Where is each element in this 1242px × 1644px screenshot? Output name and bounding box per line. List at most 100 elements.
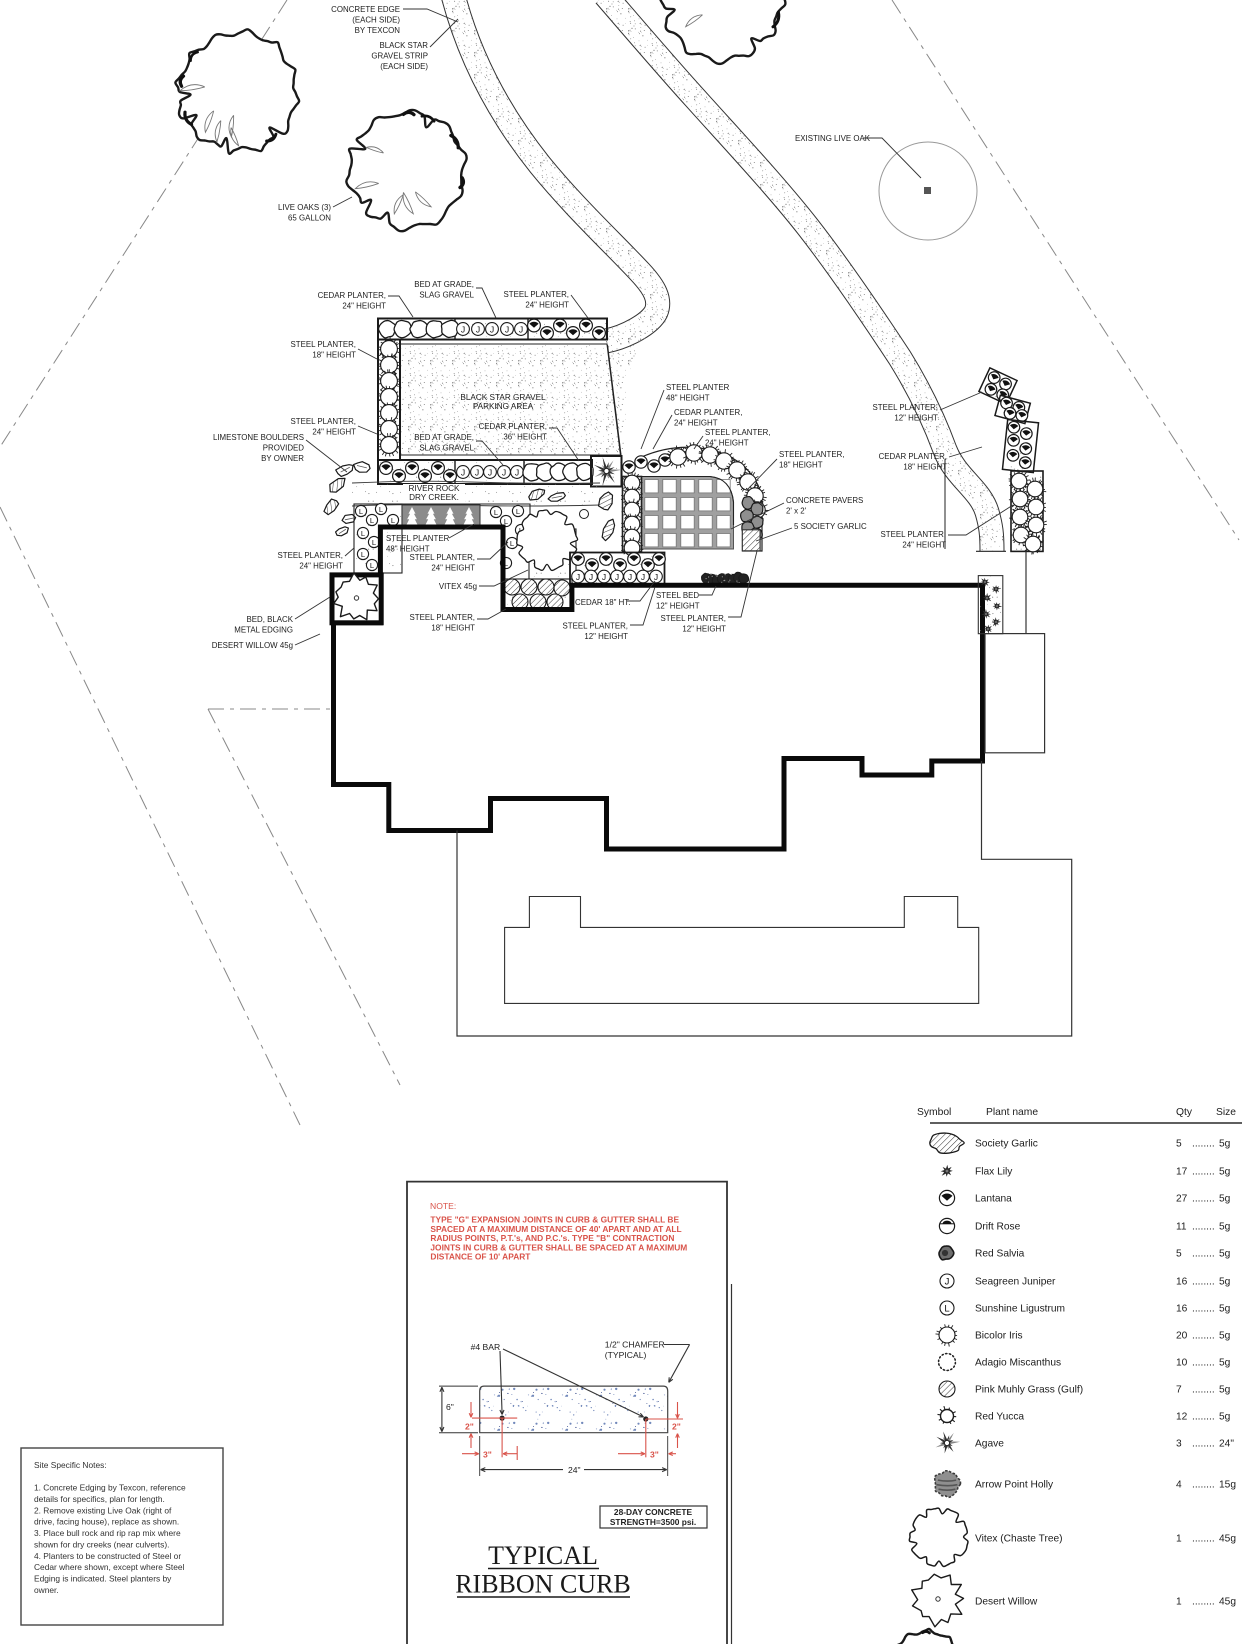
svg-text:J: J xyxy=(945,1277,950,1288)
svg-text:11: 11 xyxy=(1176,1222,1187,1233)
svg-text:L: L xyxy=(516,507,520,516)
svg-text:Drift Rose: Drift Rose xyxy=(975,1222,1021,1233)
svg-text:3: 3 xyxy=(1176,1439,1182,1450)
svg-text:15g: 15g xyxy=(1219,1480,1236,1491)
svg-text:J: J xyxy=(490,324,494,334)
svg-text:PARKING AREA: PARKING AREA xyxy=(473,402,534,411)
svg-text:Site Specific Notes:: Site Specific Notes: xyxy=(34,1460,107,1470)
svg-text:GRAVEL STRIP: GRAVEL STRIP xyxy=(371,52,428,61)
svg-text:........: ........ xyxy=(1192,1533,1215,1544)
svg-text:1: 1 xyxy=(1176,1597,1182,1608)
svg-text:24" HEIGHT: 24" HEIGHT xyxy=(902,541,946,550)
svg-text:BED AT GRADE,: BED AT GRADE, xyxy=(414,433,474,442)
svg-text:24": 24" xyxy=(568,1465,581,1475)
svg-text:24" HEIGHT: 24" HEIGHT xyxy=(312,428,356,437)
svg-text:TYPE "G" EXPANSION JOINTS IN C: TYPE "G" EXPANSION JOINTS IN CURB & GUTT… xyxy=(430,1215,679,1225)
svg-text:4: 4 xyxy=(1176,1480,1182,1491)
svg-text:65 GALLON: 65 GALLON xyxy=(288,214,331,223)
svg-text:45g: 45g xyxy=(1219,1597,1236,1608)
svg-text:details for specifics, plan fo: details for specifics, plan for length. xyxy=(34,1494,165,1504)
svg-text:STEEL PLANTER,: STEEL PLANTER, xyxy=(291,340,356,349)
svg-text:J: J xyxy=(641,572,645,582)
svg-text:BED AT GRADE,: BED AT GRADE, xyxy=(414,280,474,289)
svg-text:J: J xyxy=(502,467,506,477)
svg-text:Society Garlic: Society Garlic xyxy=(975,1139,1038,1150)
svg-text:PROVIDED: PROVIDED xyxy=(263,444,305,453)
svg-text:BLACK STAR GRAVEL: BLACK STAR GRAVEL xyxy=(460,393,546,402)
svg-text:28-DAY CONCRETE: 28-DAY CONCRETE xyxy=(614,1507,693,1517)
svg-text:5g: 5g xyxy=(1219,1412,1231,1423)
svg-text:........: ........ xyxy=(1192,1596,1215,1607)
svg-text:Qty: Qty xyxy=(1176,1107,1193,1118)
svg-text:20: 20 xyxy=(1176,1331,1188,1342)
svg-text:L: L xyxy=(372,538,376,547)
svg-text:Arrow Point Holly: Arrow Point Holly xyxy=(975,1480,1054,1491)
svg-text:1/2" CHAMFER: 1/2" CHAMFER xyxy=(605,1340,665,1350)
svg-text:SLAG GRAVEL: SLAG GRAVEL xyxy=(419,291,474,300)
svg-text:5: 5 xyxy=(1176,1139,1182,1150)
svg-text:L: L xyxy=(504,559,508,568)
svg-text:STEEL PLANTER,: STEEL PLANTER, xyxy=(291,417,356,426)
svg-text:STEEL PLANTER: STEEL PLANTER xyxy=(386,534,450,543)
svg-text:L: L xyxy=(944,1304,949,1315)
svg-text:DESERT WILLOW 45g: DESERT WILLOW 45g xyxy=(212,641,293,650)
svg-text:L: L xyxy=(510,539,514,548)
svg-text:METAL EDGING: METAL EDGING xyxy=(234,626,293,635)
svg-text:CEDAR PLANTER,: CEDAR PLANTER, xyxy=(674,408,742,417)
svg-text:J: J xyxy=(628,572,632,582)
svg-text:STEEL PLANTER,: STEEL PLANTER, xyxy=(873,403,938,412)
svg-text:5g: 5g xyxy=(1219,1385,1231,1396)
svg-text:6": 6" xyxy=(446,1402,454,1412)
svg-text:J: J xyxy=(519,324,523,334)
svg-text:NOTE:: NOTE: xyxy=(430,1201,456,1211)
svg-text:Bicolor Iris: Bicolor Iris xyxy=(975,1331,1023,1342)
svg-text:........: ........ xyxy=(1192,1384,1215,1395)
svg-text:12" HEIGHT: 12" HEIGHT xyxy=(894,414,938,423)
svg-text:2. Remove existing Live Oak (r: 2. Remove existing Live Oak (right of xyxy=(34,1505,172,1515)
svg-text:12" HEIGHT: 12" HEIGHT xyxy=(584,632,628,641)
svg-text:BY TEXCON: BY TEXCON xyxy=(355,26,401,35)
svg-text:(EACH SIDE): (EACH SIDE) xyxy=(380,62,428,71)
svg-text:L: L xyxy=(379,505,383,514)
svg-text:SPACED AT A MAXIMUM DISTANCE O: SPACED AT A MAXIMUM DISTANCE OF 40' APAR… xyxy=(430,1224,681,1234)
svg-text:J: J xyxy=(576,572,580,582)
svg-text:5g: 5g xyxy=(1219,1331,1231,1342)
svg-text:CEDAR PLANTER,: CEDAR PLANTER, xyxy=(318,291,386,300)
svg-text:3": 3" xyxy=(483,1449,492,1459)
svg-text:24" HEIGHT: 24" HEIGHT xyxy=(299,562,343,571)
svg-text:24": 24" xyxy=(1219,1439,1234,1450)
svg-text:(EACH SIDE): (EACH SIDE) xyxy=(352,16,400,25)
svg-text:TYPICAL: TYPICAL xyxy=(488,1541,598,1570)
svg-text:CEDAR 18" HT.: CEDAR 18" HT. xyxy=(575,598,630,607)
svg-text:STEEL PLANTER,: STEEL PLANTER, xyxy=(661,614,726,623)
svg-text:Sunshine Ligustrum: Sunshine Ligustrum xyxy=(975,1304,1065,1315)
svg-text:48" HEIGHT: 48" HEIGHT xyxy=(666,394,710,403)
svg-text:STEEL PLANTER,: STEEL PLANTER, xyxy=(779,450,844,459)
svg-text:5g: 5g xyxy=(1219,1304,1231,1315)
svg-text:........: ........ xyxy=(1192,1276,1215,1287)
svg-text:DISTANCE OF 10' APART: DISTANCE OF 10' APART xyxy=(430,1252,531,1262)
svg-text:owner.: owner. xyxy=(34,1585,59,1595)
svg-text:5g: 5g xyxy=(1219,1222,1231,1233)
svg-text:STEEL PLANTER,: STEEL PLANTER, xyxy=(278,551,343,560)
svg-text:12" HEIGHT: 12" HEIGHT xyxy=(682,625,726,634)
svg-text:SLAG GRAVEL: SLAG GRAVEL xyxy=(419,444,474,453)
svg-text:24" HEIGHT: 24" HEIGHT xyxy=(431,564,475,573)
svg-text:24" HEIGHT: 24" HEIGHT xyxy=(674,419,718,428)
svg-text:STEEL PLANTER,: STEEL PLANTER, xyxy=(504,290,569,299)
svg-text:Vitex (Chaste Tree): Vitex (Chaste Tree) xyxy=(975,1534,1063,1545)
svg-text:........: ........ xyxy=(1192,1138,1215,1149)
svg-text:1: 1 xyxy=(1176,1534,1182,1545)
svg-text:5g: 5g xyxy=(1219,1194,1231,1205)
svg-text:STEEL PLANTER,: STEEL PLANTER, xyxy=(410,613,475,622)
svg-text:BLACK STAR: BLACK STAR xyxy=(379,41,428,50)
svg-text:16: 16 xyxy=(1176,1304,1188,1315)
svg-text:drive, facing house), replace: drive, facing house), replace as shown. xyxy=(34,1517,179,1527)
svg-text:........: ........ xyxy=(1192,1166,1215,1177)
svg-text:J: J xyxy=(602,572,606,582)
svg-text:L: L xyxy=(494,508,498,517)
svg-text:5 SOCIETY GARLIC: 5 SOCIETY GARLIC xyxy=(794,522,867,531)
svg-text:JOINTS IN CURB & GUTTER SHALL: JOINTS IN CURB & GUTTER SHALL BE SPACED … xyxy=(430,1242,687,1252)
svg-text:Cedar where shown, except wher: Cedar where shown, except where Steel xyxy=(34,1562,185,1572)
svg-text:J: J xyxy=(475,467,479,477)
